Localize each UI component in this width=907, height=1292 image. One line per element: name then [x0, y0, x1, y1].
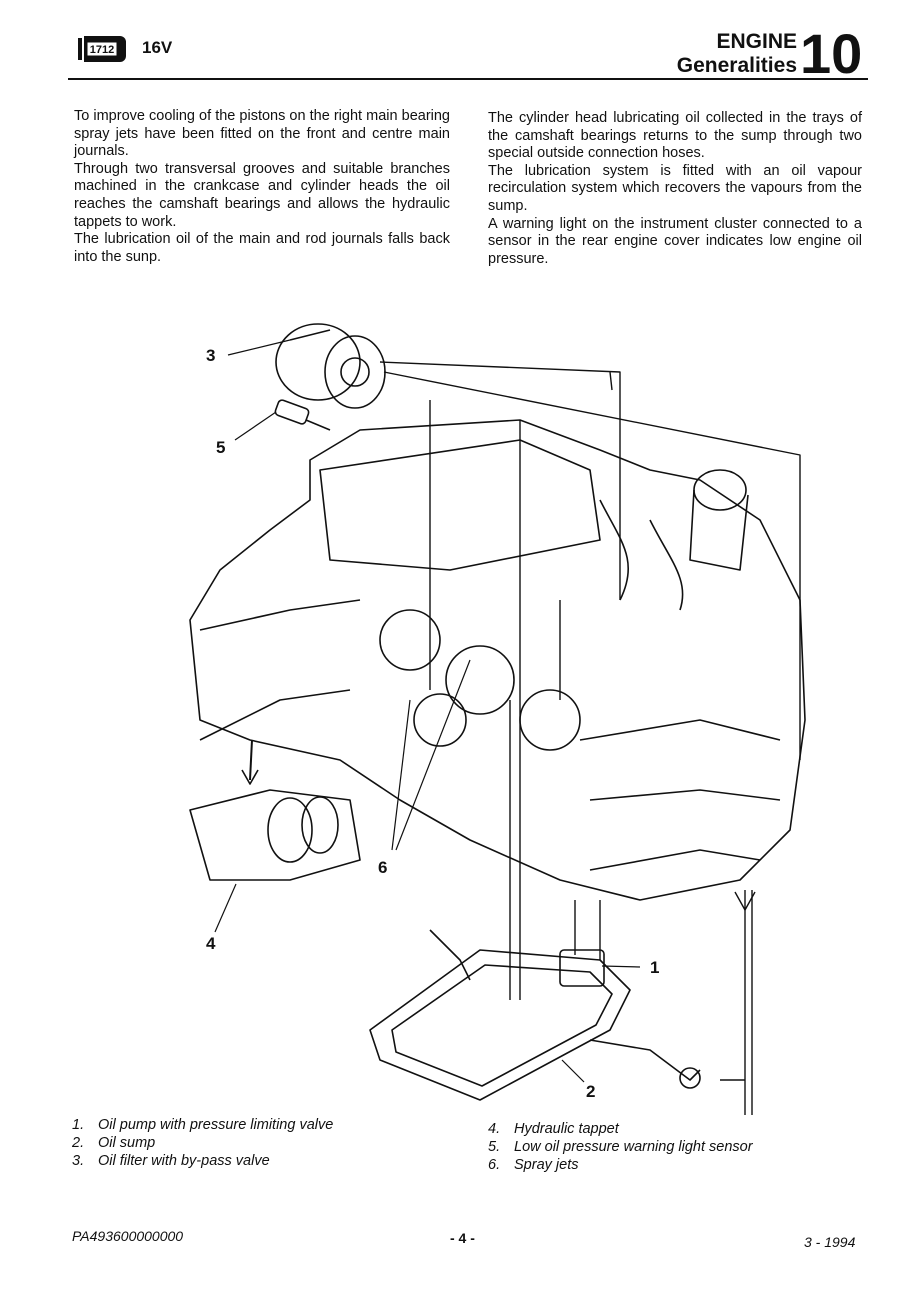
oil-filter-drawing — [275, 323, 386, 409]
legend-item: 3.Oil filter with by-pass valve — [72, 1153, 270, 1169]
legend-item: 6.Spray jets — [488, 1157, 579, 1173]
callout-6: 6 — [378, 858, 388, 877]
logo-code: 1712 — [90, 44, 114, 56]
oil-sump-drawing — [369, 929, 701, 1101]
legend-item: 1.Oil pump with pressure limiting valve — [72, 1117, 334, 1133]
right-text-column: The cylinder head lubricating oil collec… — [488, 110, 862, 268]
callout-4: 4 — [206, 934, 216, 953]
legend-item: 5.Low oil pressure warning light sensor — [488, 1139, 753, 1155]
header-divider — [68, 78, 868, 80]
document-reference: PA493600000000 — [72, 1228, 184, 1244]
legend-left: 1.Oil pump with pressure limiting valve … — [72, 1116, 333, 1170]
engine-block-drawing — [189, 419, 806, 901]
page-number: - 4 - — [450, 1230, 475, 1246]
legend-item: 4.Hydraulic tappet — [488, 1121, 619, 1137]
paragraph: To improve cooling of the pistons on the… — [74, 108, 450, 160]
paragraph: Through two transversal grooves and suit… — [74, 160, 450, 230]
left-text-column: To improve cooling of the pistons on the… — [74, 108, 450, 266]
callout-3: 3 — [206, 346, 216, 365]
section-heading: ENGINE Generalities — [677, 30, 797, 78]
edition-date: 3 - 1994 — [804, 1234, 856, 1250]
section-subtitle: Generalities — [676, 54, 797, 77]
paragraph: A warning light on the instrument cluste… — [488, 215, 862, 267]
callout-2: 2 — [586, 1082, 596, 1101]
pressure-sensor-drawing — [274, 399, 331, 431]
callout-5: 5 — [216, 438, 226, 457]
legend-item: 2.Oil sump — [72, 1135, 156, 1151]
callout-1: 1 — [650, 958, 660, 977]
paragraph: The cylinder head lubricating oil collec… — [488, 110, 862, 162]
paragraph: The lubrication oil of the main and rod … — [74, 231, 450, 265]
paragraph: The lubrication system is fitted with an… — [488, 162, 862, 214]
section-title: ENGINE — [716, 30, 797, 53]
model-label: 16V — [142, 38, 173, 57]
manual-logo: 1712 — [76, 32, 128, 66]
legend-right: 4.Hydraulic tappet 5.Low oil pressure wa… — [488, 1120, 753, 1174]
hydraulic-tappet-drawing — [189, 739, 361, 881]
callout-leaders — [214, 339, 641, 1083]
engine-lubrication-diagram: 3 5 6 4 1 2 — [150, 318, 810, 1118]
oil-circuit-lines — [379, 361, 801, 1115]
section-number: 10 — [800, 22, 863, 85]
